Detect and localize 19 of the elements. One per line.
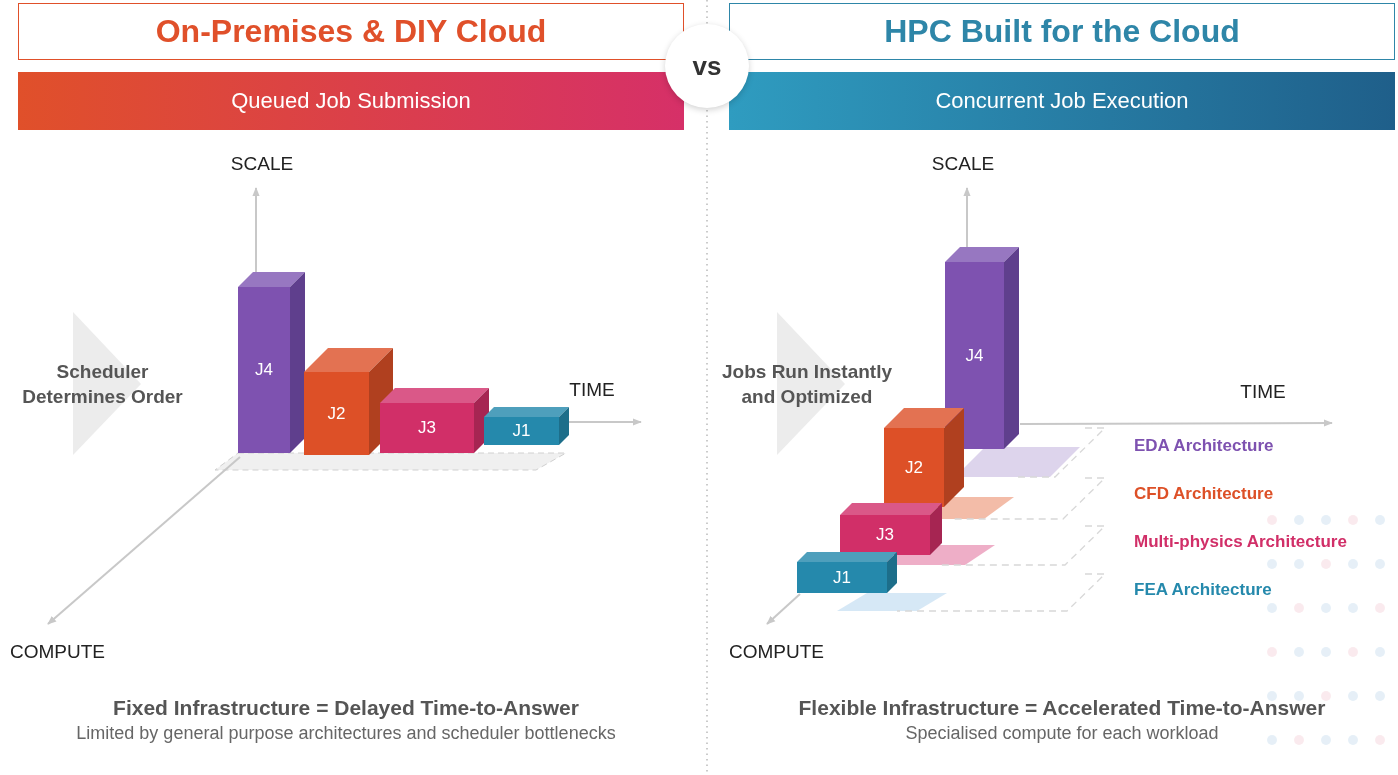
summary-text: Specialised compute for each workload xyxy=(905,723,1219,745)
chevron-label: Scheduler Determines Order xyxy=(15,312,190,455)
axis-label: COMPUTE xyxy=(10,640,105,663)
summary-heading: Flexible Infrastructure = Accelerated Time-to-Answer xyxy=(798,696,1326,721)
lane-label: Multi-physics Architecture xyxy=(1134,531,1347,552)
summary-text: Limited by general purpose architectures and scheduler bottlenecks xyxy=(76,723,616,745)
summary-heading: Fixed Infrastructure = Delayed Time-to-Answer xyxy=(113,696,579,721)
axis-label: TIME xyxy=(1240,380,1286,403)
axis-label: SCALE xyxy=(230,152,294,175)
axis-label: SCALE xyxy=(931,152,995,175)
lane-label: EDA Architecture xyxy=(1134,435,1274,456)
lane-label: CFD Architecture xyxy=(1134,483,1274,504)
lane-label: FEA Architecture xyxy=(1134,579,1272,600)
banner: Concurrent Job Execution xyxy=(729,72,1395,130)
axis-label: COMPUTE xyxy=(729,640,824,663)
heading-box: HPC Built for the Cloud xyxy=(729,3,1395,60)
banner: Queued Job Submission xyxy=(18,72,684,130)
heading-box: On-Premises & DIY Cloud xyxy=(18,3,684,60)
axis-label: TIME xyxy=(569,378,615,401)
